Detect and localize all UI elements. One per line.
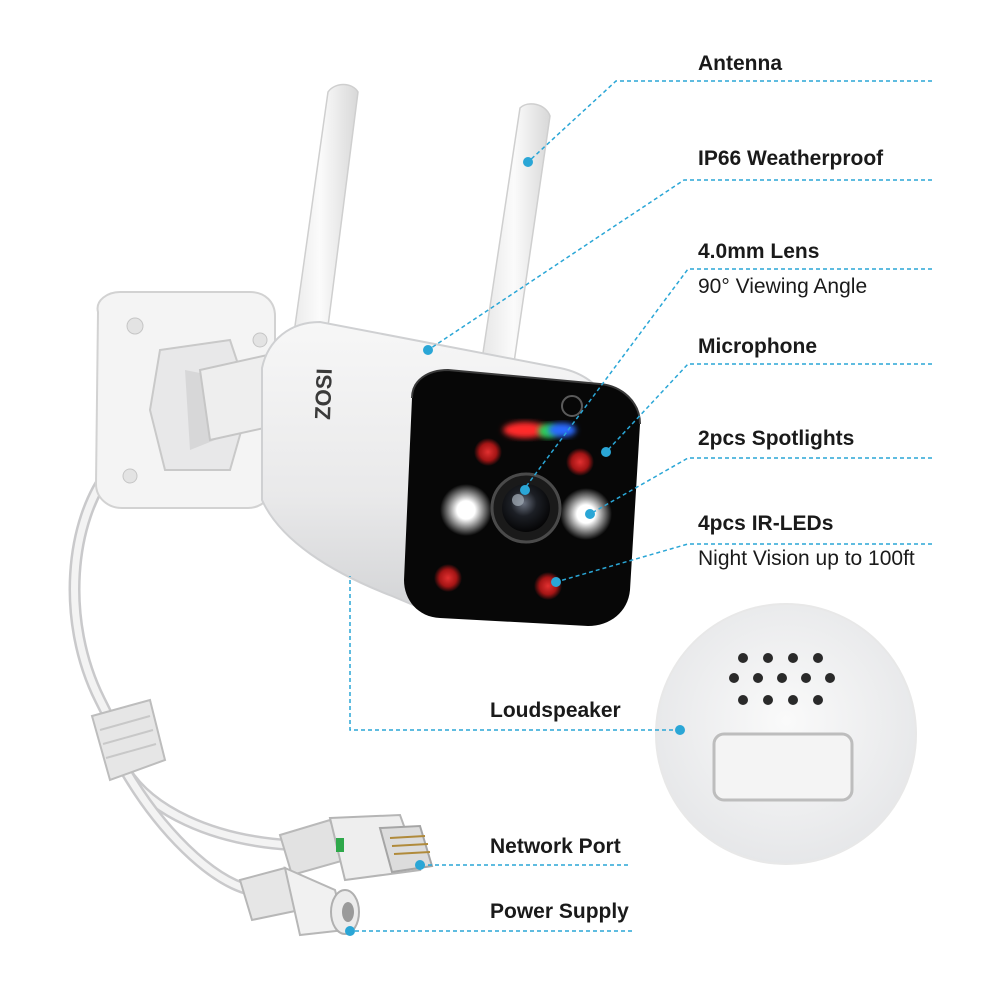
faceplate — [404, 368, 641, 626]
callout-lens-sub: 90° Viewing Angle — [698, 275, 868, 298]
callout-microphone: Microphone — [698, 335, 817, 358]
speaker-grille-icon — [729, 653, 835, 705]
callout-loudspeaker: Loudspeaker — [490, 699, 621, 722]
callout-ir-leds-sub: Night Vision up to 100ft — [698, 547, 915, 570]
cable-splitter — [90, 698, 167, 782]
callout-lens: 4.0mm Lens — [698, 240, 820, 263]
cable — [68, 464, 296, 896]
spotlight-icon — [440, 484, 492, 536]
leader-lines — [349, 80, 932, 932]
status-light — [503, 422, 576, 438]
ir-led-icon — [566, 448, 594, 476]
callout-ip66: IP66 Weatherproof — [698, 147, 884, 170]
callout-network-port: Network Port — [490, 835, 621, 858]
loudspeaker-zoom — [655, 603, 917, 865]
leader-antenna — [527, 80, 932, 163]
light-sensor — [561, 395, 583, 417]
callout-spotlights: 2pcs Spotlights — [698, 427, 855, 450]
ir-led-icon — [474, 438, 502, 466]
leader-loudspeaker — [349, 576, 680, 731]
leader-dots — [345, 157, 685, 936]
leader-microphone — [605, 363, 932, 453]
reset-button — [712, 732, 854, 802]
dc-jack-icon — [238, 866, 360, 937]
leader-spotlights — [589, 457, 932, 515]
callout-power-supply: Power Supply — [490, 900, 629, 923]
rj45-port-icon — [278, 813, 434, 882]
callout-ir-leds: 4pcs IR-LEDs — [698, 512, 834, 535]
leader-ip66 — [427, 179, 932, 351]
ir-led-icon — [434, 564, 462, 592]
callout-antenna: Antenna — [698, 52, 782, 75]
brand-logo: ZOSI — [310, 368, 337, 420]
lens-icon — [490, 472, 562, 544]
